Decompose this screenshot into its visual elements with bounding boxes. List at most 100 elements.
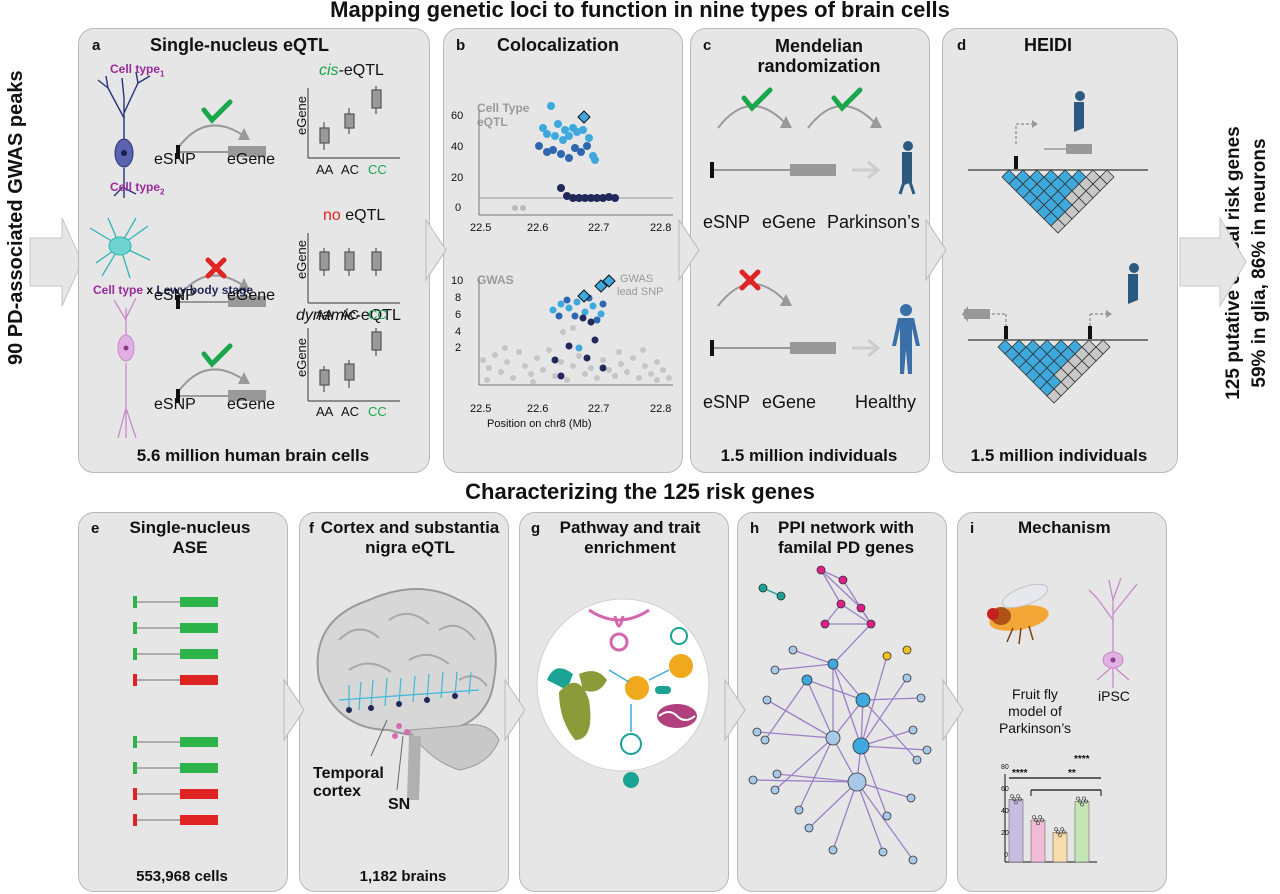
top-xtick-1: 22.5 [470,222,492,234]
mr-egene-1: eGene [762,212,817,232]
panel-d-letter: d [957,37,967,54]
panel-i-letter: i [970,520,975,537]
panel-c-graphics [710,87,920,374]
egene-label-3: eGene [227,396,276,413]
esnp-label-2: eSNP [154,287,196,304]
mr-outcome-parkinsons: Parkinson’s [827,212,920,232]
bar-point [1054,827,1058,832]
panel-d-graphics [962,91,1148,341]
ase-gene-tracks [133,596,218,826]
ld-cell [1050,218,1066,234]
lewy-body-label: Cell type x Lewy body stage [93,283,254,297]
ld-heatmap-top [1001,169,1115,234]
top-ytick-20: 20 [451,172,464,184]
legend-lead-snp: lead SNP [617,286,664,298]
ld-heatmap-bottom [997,339,1111,404]
top-xtick-3: 22.7 [588,222,610,234]
panel-h-letter: h [750,520,760,537]
genotype-cc-3: CC [368,404,387,419]
panel-a-footer: 5.6 million human brain cells [136,446,370,465]
bottom-xtick-4: 22.8 [650,403,672,415]
bar [1030,819,1046,863]
sn-label: SN [388,796,411,813]
genotype-ac-1: AC [341,162,360,177]
top-ytick-40: 40 [451,141,464,153]
genotype-ac-3: AC [341,404,360,419]
bar-point [1012,797,1016,802]
mechanism-bar-chart [1004,774,1102,863]
panel-a-graphics [89,71,400,439]
colocalization-plots [478,102,673,386]
bar-point [1056,830,1060,835]
mr-esnp-2: eSNP [703,392,751,412]
bottom-xtick-1: 22.5 [470,403,492,415]
genotype-aa-1: AA [316,162,334,177]
panel-e-letter: e [91,520,100,537]
no-eqtl-label: no eQTL [323,207,386,224]
panel-g-letter: g [531,520,541,537]
dynamic-eqtl-label: dynamic-eQTL [296,307,401,324]
esnp-label-3: eSNP [154,396,196,413]
bar-ytick-60: 60 [1001,786,1009,793]
panel-c-footer: 1.5 million individuals [720,446,898,465]
panel-a-title: Single-nucleus eQTL [150,35,330,55]
coloc-bottom-label: GWAS [477,273,514,287]
cell-type-1-label: Cell type1 [110,62,165,79]
bar-point [1036,821,1040,826]
bar-point [1014,800,1018,805]
egene-axis-2: eGene [294,239,310,280]
bar-point [1058,833,1062,838]
bottom-xtick-3: 22.7 [588,403,610,415]
top-ytick-0: 0 [455,202,462,214]
genotype-aa-3: AA [316,404,334,419]
sig-label-1: **** [1012,768,1028,779]
temporal-cortex-label-1: Temporal [313,765,384,782]
panel-a-letter: a [92,37,101,54]
esnp-label-1: eSNP [154,151,196,168]
genotype-cc-1: CC [368,162,387,177]
panel-e [78,512,288,892]
cell-type-2-label: Cell type2 [110,180,165,197]
egene-axis-3: eGene [294,337,310,378]
top-xtick-2: 22.6 [527,222,549,234]
mr-esnp-1: eSNP [703,212,751,232]
panel-f-footer: 1,182 brains [359,868,447,885]
panel-i-title: Mechanism [1018,518,1111,537]
bar-point [1034,818,1038,823]
panel-d-footer: 1.5 million individuals [970,446,1148,465]
pathway-cell-illustration [536,598,710,788]
top-ytick-60: 60 [451,110,464,122]
sig-label-3: **** [1074,754,1090,765]
bottom-ytick-4: 4 [455,326,462,338]
panel-e-footer: 553,968 cells [136,868,228,885]
ld-cell [1046,388,1062,404]
bar-point [1078,799,1082,804]
bottom-ytick-2: 2 [455,342,462,354]
bar-point [1084,799,1088,804]
bar-point [1016,794,1020,799]
panel-f-letter: f [309,520,314,537]
panel-b-title: Colocalization [497,35,620,55]
egene-label-2: eGene [227,287,276,304]
bar [1008,798,1024,863]
top-xtick-4: 22.8 [650,222,672,234]
bottom-ytick-6: 6 [455,309,462,321]
brain-illustration [316,588,500,801]
panel-b [443,28,683,473]
bar-point [1080,802,1084,807]
sig-label-2: ** [1068,768,1076,779]
egene-axis-1: eGene [294,95,310,136]
mid-title: Characterizing the 125 risk genes [465,479,815,504]
bar-point [1082,796,1086,801]
panel-d-title: HEIDI [1024,35,1073,55]
genotype-ac-2: AC [341,307,360,322]
ipsc-label: iPSC [1098,688,1130,704]
bar-ytick-20: 20 [1001,830,1009,837]
top-title: Mapping genetic loci to function in nine… [330,0,950,22]
panel-d [942,28,1178,473]
